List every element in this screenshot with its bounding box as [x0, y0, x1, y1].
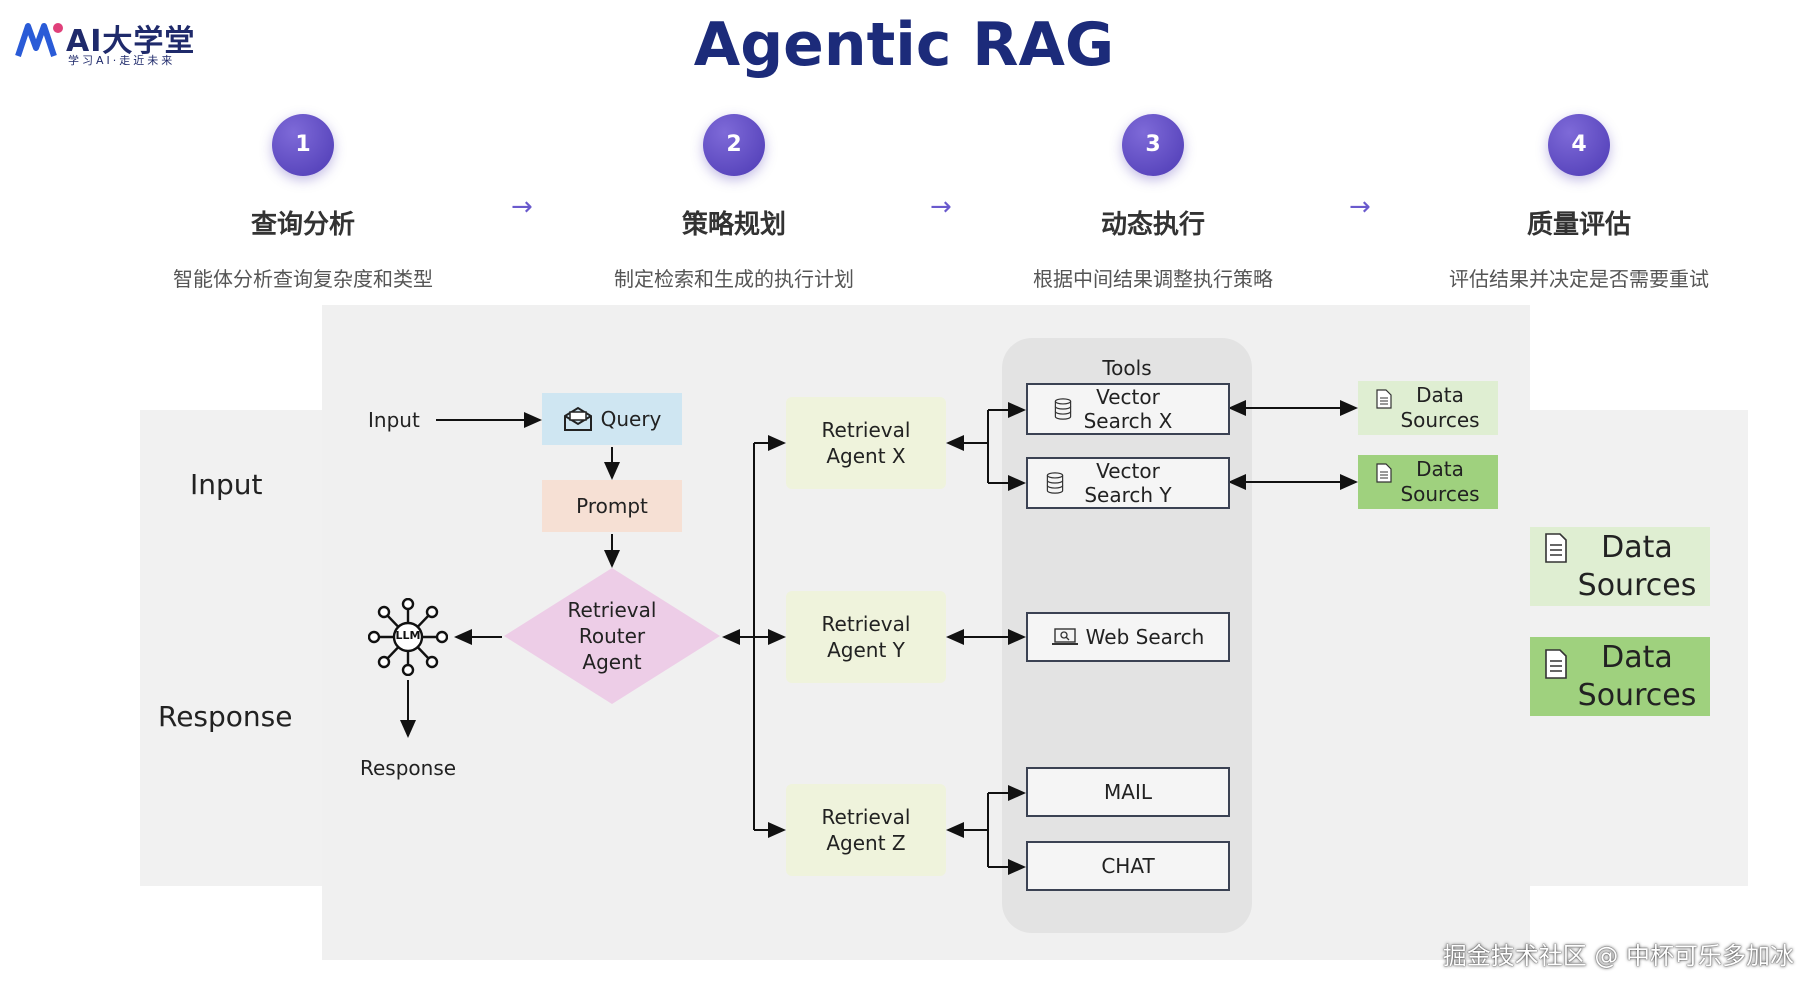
agent-line-1: Retrieval — [821, 612, 911, 636]
query-label: Query — [600, 407, 662, 431]
retrieval-agent-z: Retrieval Agent Z — [786, 784, 946, 876]
step-number: 3 — [1122, 114, 1184, 176]
web-search-label: Web Search — [1085, 625, 1205, 649]
step-arrow-icon: → — [930, 192, 952, 222]
side-input-label: Input — [190, 468, 263, 501]
step-arrow-icon: → — [511, 192, 533, 222]
tool-line-1: Vector — [1096, 459, 1160, 483]
llm-label: LLM — [395, 629, 421, 642]
web-search-tool: Web Search — [1026, 612, 1230, 662]
step-description: 评估结果并决定是否需要重试 — [1449, 267, 1709, 291]
tool-line-1: Vector — [1096, 385, 1160, 409]
llm-node: LLM — [368, 598, 448, 676]
ds-line-1: Data — [1416, 457, 1464, 481]
tool-line-2: Search X — [1083, 409, 1173, 433]
document-icon — [1544, 649, 1567, 679]
step-title: 策略规划 — [681, 210, 786, 240]
ds-line-2: Sources — [1400, 408, 1480, 432]
retrieval-agent-y: Retrieval Agent Y — [786, 591, 946, 683]
step-title: 动态执行 — [1100, 210, 1205, 240]
database-icon — [1054, 398, 1072, 420]
ds-line-1: Data — [1416, 383, 1464, 407]
router-line-1: Retrieval — [567, 598, 657, 622]
tools-title: Tools — [1102, 356, 1152, 380]
document-icon — [1376, 463, 1393, 483]
watermark: 掘金技术社区 @ 中杯可乐多加冰 — [1442, 942, 1794, 970]
llm-network-icon — [368, 598, 448, 676]
agent-line-1: Retrieval — [821, 418, 911, 442]
agent-line-2: Agent Z — [826, 831, 906, 855]
router-diamond-shape — [504, 568, 720, 704]
ds-line-2: Sources — [1577, 677, 1697, 713]
step-description: 根据中间结果调整执行策略 — [1033, 267, 1273, 291]
page-title: Agentic RAG — [693, 10, 1115, 80]
step-number: 4 — [1548, 114, 1610, 176]
logo: AI大学堂 学习AI·走近未来 — [14, 16, 214, 67]
retrieval-agent-x: Retrieval Agent X — [786, 397, 946, 489]
tool-line-2: Search Y — [1084, 483, 1172, 507]
document-icon — [1544, 533, 1567, 563]
step-description: 智能体分析查询复杂度和类型 — [173, 267, 433, 291]
step-2: 2 策略规划 制定检索和生成的执行计划 — [544, 114, 924, 292]
response-label: Response — [360, 756, 457, 780]
ds-line-1: Data — [1601, 639, 1673, 675]
ds-line-1: Data — [1601, 529, 1673, 565]
step-title: 查询分析 — [250, 210, 355, 240]
input-label: Input — [368, 408, 420, 432]
step-arrow-icon: → — [1349, 192, 1371, 222]
side-response-label: Response — [158, 700, 293, 733]
database-icon — [1046, 472, 1064, 494]
logo-subtitle: 学习AI·走近未来 — [68, 54, 176, 67]
vector-search-x: Vector Search X — [1026, 383, 1230, 435]
step-number: 2 — [703, 114, 765, 176]
logo-text: AI大学堂 — [66, 24, 196, 59]
step-3: 3 动态执行 根据中间结果调整执行策略 — [963, 114, 1343, 292]
prompt-node: Prompt — [542, 480, 682, 532]
agent-line-2: Agent Y — [827, 638, 905, 662]
step-number: 1 — [272, 114, 334, 176]
agent-line-1: Retrieval — [821, 805, 911, 829]
vector-search-y: Vector Search Y — [1026, 457, 1230, 509]
router-line-2: Router — [578, 624, 646, 648]
laptop-search-icon — [1051, 628, 1078, 645]
envelope-icon — [563, 406, 592, 431]
ds-line-2: Sources — [1577, 567, 1697, 603]
document-icon — [1376, 389, 1393, 409]
router-agent-node: Retrieval Router Agent — [502, 566, 722, 706]
step-title: 质量评估 — [1526, 210, 1631, 240]
query-node: Query — [542, 393, 682, 445]
step-4: 4 质量评估 评估结果并决定是否需要重试 — [1389, 114, 1769, 292]
logo-icon — [15, 23, 63, 57]
chat-tool: CHAT — [1026, 841, 1230, 891]
router-line-3: Agent — [582, 650, 642, 674]
step-1: 1 查询分析 智能体分析查询复杂度和类型 — [113, 114, 493, 292]
agent-line-2: Agent X — [826, 444, 906, 468]
mail-tool: MAIL — [1026, 767, 1230, 817]
ds-line-2: Sources — [1400, 482, 1480, 506]
step-description: 制定检索和生成的执行计划 — [614, 267, 854, 291]
